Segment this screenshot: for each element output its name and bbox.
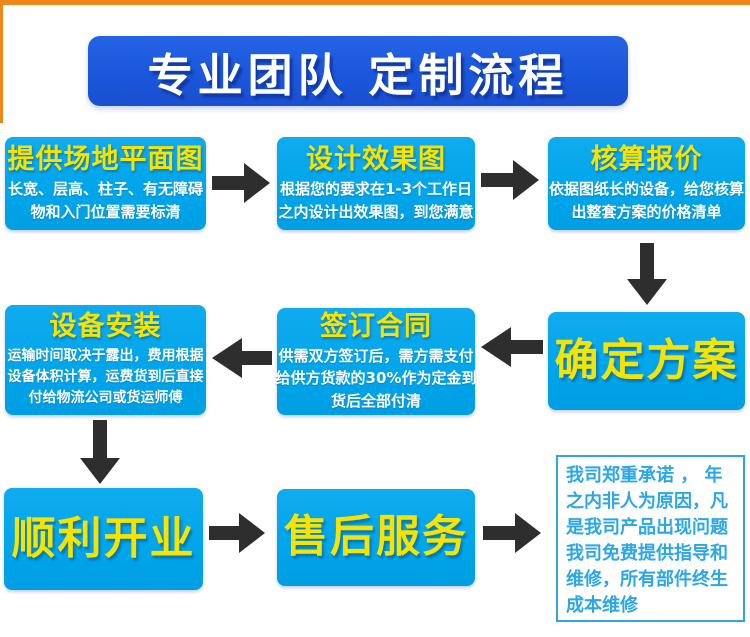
step-box-provide-floorplan: 提供场地平面图 长宽、层高、柱子、有无障碍 物和入门位置需要标清: [5, 137, 206, 230]
step-box-cost-quote: 核算报价 依据图纸长的设备，给您核算 出整套方案的价格清单: [548, 137, 745, 230]
step-title: 设备安装: [49, 311, 162, 343]
step-title: 提供场地平面图: [7, 143, 204, 175]
step-box-sign-contract: 签订合同 供需双方签订后，需方需支付 给供方货款的30%作为定金到 货后全部付清: [275, 308, 477, 415]
step-box-confirm-plan: 确定方案: [548, 312, 745, 410]
promise-note: 我司郑重承诺 ， 年 之内非人为原因，凡 是我司产品出现问题 我司免费提供指导和…: [556, 455, 745, 622]
step-description: 供需双方签订后，需方需支付 给供方货款的30%作为定金到 货后全部付清: [275, 346, 477, 410]
step-title: 设计效果图: [306, 143, 446, 175]
step-description: 根据您的要求在1-3个工作日 之内设计出效果图，到您满意: [278, 180, 474, 221]
arrow-down-icon: [80, 420, 120, 484]
page-title: 专业团队 定制流程: [147, 48, 569, 102]
step-box-equipment-install: 设备安装 运输时间取决于露出，费用根据 设备体积计算，运费货到后直接 付给物流公…: [5, 305, 206, 415]
step-description: 长宽、层高、柱子、有无障碍 物和入门位置需要标清: [7, 180, 203, 221]
left-border-line: [0, 0, 3, 123]
top-border-line: [0, 0, 750, 5]
step-title: 核算报价: [590, 143, 703, 175]
arrow-right-icon: [483, 513, 541, 553]
arrow-left-icon: [481, 327, 543, 367]
step-box-grand-opening: 顺利开业: [4, 488, 203, 590]
step-title: 确定方案: [554, 334, 739, 386]
step-description: 依据图纸长的设备，给您核算 出整套方案的价格清单: [548, 180, 744, 221]
step-title: 售后服务: [284, 511, 468, 563]
arrow-left-icon: [212, 338, 272, 378]
step-box-after-sales: 售后服务: [277, 489, 475, 586]
arrow-right-icon: [212, 163, 270, 203]
arrow-right-icon: [209, 513, 265, 553]
arrow-right-icon: [481, 160, 539, 200]
step-description: 运输时间取决于露出，费用根据 设备体积计算，运费货到后直接 付给物流公司或货运师…: [7, 347, 204, 406]
step-box-design-rendering: 设计效果图 根据您的要求在1-3个工作日 之内设计出效果图，到您满意: [277, 137, 475, 230]
title-banner: 专业团队 定制流程: [88, 36, 628, 106]
arrow-down-icon: [627, 243, 667, 305]
step-title: 签订合同: [320, 310, 432, 342]
step-title: 顺利开业: [11, 512, 196, 564]
